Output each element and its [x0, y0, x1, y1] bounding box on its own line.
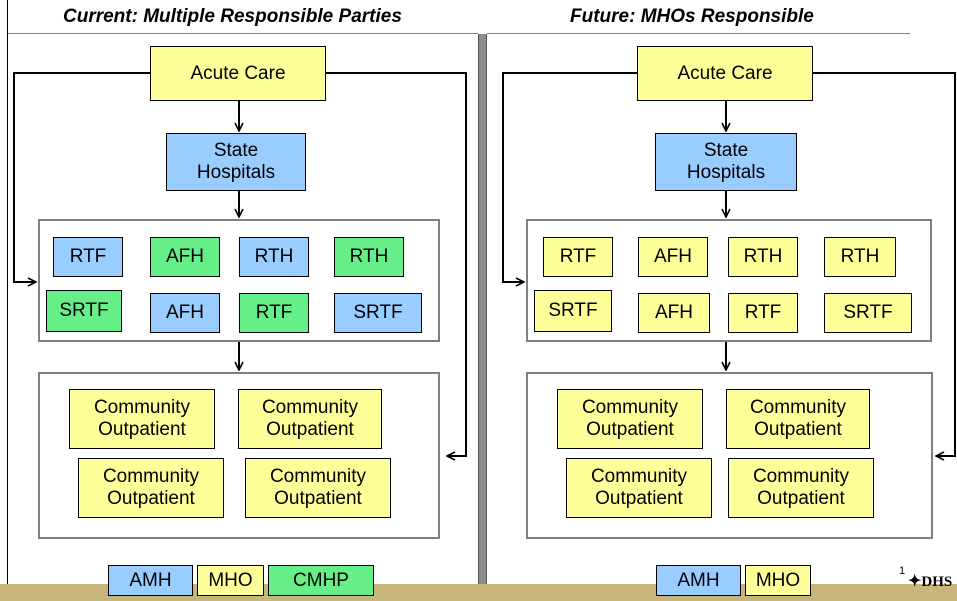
community-line2: Outpatient	[586, 419, 674, 440]
community-outpatient-box: Community Outpatient	[566, 458, 712, 518]
state-hospitals-line1: State	[703, 140, 749, 161]
community-outpatient-box: Community Outpatient	[78, 458, 224, 518]
state-hospitals-line2: Hospitals	[196, 162, 276, 183]
legend-amh: AMH	[656, 565, 741, 596]
community-line1: Community	[261, 397, 359, 418]
state-hospitals-line1: State	[213, 140, 259, 161]
community-line1: Community	[102, 466, 200, 487]
legend-cmhp: CMHP	[268, 565, 374, 596]
state-hospitals-line2: Hospitals	[686, 162, 766, 183]
community-line2: Outpatient	[274, 488, 362, 509]
dhs-logo-text: DHS	[921, 574, 953, 590]
facility-afh: AFH	[638, 237, 708, 277]
community-outpatient-box: Community Outpatient	[238, 389, 382, 449]
legend-mho: MHO	[197, 565, 264, 596]
facility-rth: RTH	[334, 237, 404, 277]
facility-afh: AFH	[150, 237, 220, 277]
community-line2: Outpatient	[98, 419, 186, 440]
community-line1: Community	[581, 397, 679, 418]
community-line1: Community	[749, 397, 847, 418]
facility-rtf: RTF	[543, 237, 613, 277]
community-line1: Community	[269, 466, 367, 487]
community-outpatient-box: Community Outpatient	[726, 389, 870, 449]
state-hospitals-box: State Hospitals	[166, 133, 306, 191]
facility-rth: RTH	[239, 237, 309, 277]
community-line2: Outpatient	[754, 419, 842, 440]
right-panel-title: Future: MHOs Responsible	[570, 6, 814, 27]
left-panel-title: Current: Multiple Responsible Parties	[63, 6, 402, 27]
facility-afh: AFH	[638, 293, 710, 333]
state-hospitals-box: State Hospitals	[655, 133, 797, 191]
dhs-logo-figure-icon: ✦	[908, 573, 922, 590]
community-outpatient-box: Community Outpatient	[245, 458, 391, 518]
facility-srtf: SRTF	[534, 290, 612, 332]
community-line2: Outpatient	[266, 419, 354, 440]
right-title-rule	[487, 33, 910, 34]
facility-srtf: SRTF	[334, 293, 422, 333]
facility-rth: RTH	[728, 237, 798, 277]
community-outpatient-box: Community Outpatient	[728, 458, 874, 518]
panel-divider	[478, 34, 487, 601]
community-outpatient-box: Community Outpatient	[69, 389, 215, 449]
facility-rtf: RTF	[53, 237, 123, 277]
facility-afh: AFH	[150, 293, 220, 333]
community-line1: Community	[93, 397, 191, 418]
facility-rtf: RTF	[728, 293, 798, 333]
community-outpatient-box: Community Outpatient	[557, 389, 703, 449]
community-line2: Outpatient	[595, 488, 683, 509]
community-line2: Outpatient	[107, 488, 195, 509]
left-page-border	[7, 0, 8, 601]
legend-amh: AMH	[108, 565, 193, 596]
facility-rth: RTH	[824, 237, 896, 277]
facility-srtf: SRTF	[46, 290, 122, 332]
acute-care-box: Acute Care	[150, 46, 326, 101]
acute-care-box: Acute Care	[637, 46, 813, 101]
facility-rtf: RTF	[239, 293, 309, 333]
slide-number: 1	[899, 565, 906, 577]
community-line2: Outpatient	[757, 488, 845, 509]
legend-mho: MHO	[745, 565, 811, 596]
dhs-logo: ✦DHS	[908, 571, 952, 591]
community-line1: Community	[752, 466, 850, 487]
community-line1: Community	[590, 466, 688, 487]
facility-srtf: SRTF	[824, 293, 912, 333]
left-title-rule	[8, 33, 478, 34]
